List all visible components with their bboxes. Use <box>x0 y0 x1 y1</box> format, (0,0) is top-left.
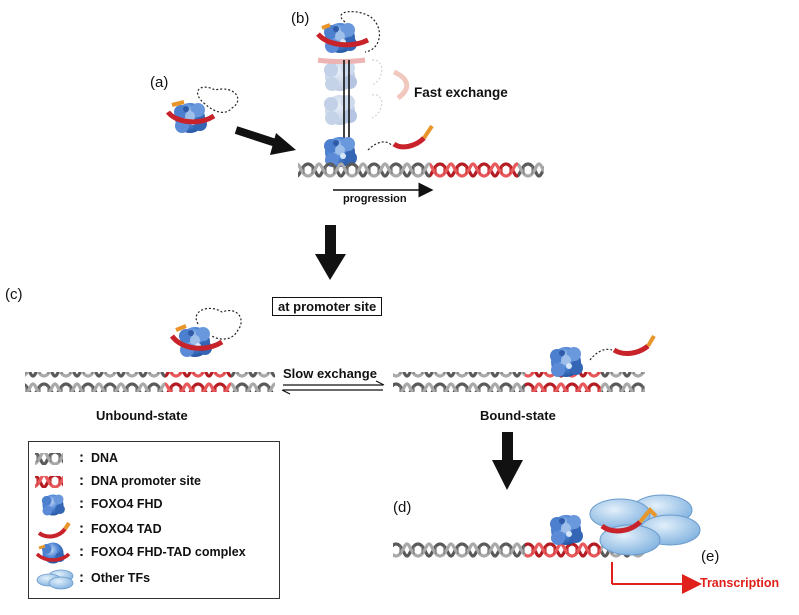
complex-b-bottom <box>324 124 434 167</box>
other-tfs-cluster <box>589 494 701 556</box>
slow-exchange-label: Slow exchange <box>283 366 377 381</box>
legend-label: Other TFs <box>91 571 151 585</box>
exchange-ghosts <box>317 57 410 125</box>
dna-bound <box>393 372 645 392</box>
foxo4-fhd-icon <box>41 494 65 516</box>
legend-box: : DNA : DNA promoter site : FOXO4 FHD : … <box>28 441 280 599</box>
complex-d <box>550 515 583 545</box>
bound-state-label: Bound-state <box>480 408 556 423</box>
dna-unbound <box>25 372 275 392</box>
transcription-arrow <box>611 562 702 594</box>
panel-label-b: (b) <box>291 10 310 27</box>
fast-exchange-label: Fast exchange <box>414 85 508 100</box>
complex-bound <box>550 334 656 377</box>
transcription-label: Transcription <box>700 576 780 590</box>
legend-label: FOXO4 FHD <box>91 497 163 511</box>
slide-lines <box>343 60 350 140</box>
panel-label-c: (c) <box>5 286 23 303</box>
unbound-state-label: Unbound-state <box>96 408 188 423</box>
dna-icon <box>35 453 63 465</box>
equilibrium-arrows <box>281 380 385 395</box>
panel-label-d: (d) <box>393 499 412 516</box>
foxo4-tad-icon <box>37 521 71 539</box>
arrow-a-to-b <box>234 126 296 155</box>
panel-label-a: (a) <box>150 74 169 91</box>
panel-label-e: (e) <box>701 548 720 565</box>
fhd-tad-complex-icon <box>35 542 71 564</box>
legend-label: FOXO4 FHD-TAD complex <box>91 545 246 559</box>
dna-promoter-icon <box>35 476 63 488</box>
legend-item-tad: : FOXO4 TAD <box>29 519 279 541</box>
legend-item-dna: : DNA <box>29 448 279 470</box>
complex-a <box>165 86 239 133</box>
legend-item-other-tfs: : Other TFs <box>29 568 279 590</box>
arrow-down-1 <box>315 225 346 280</box>
legend-item-fhd: : FOXO4 FHD <box>29 494 279 516</box>
complex-unbound <box>169 307 242 357</box>
at-promoter-site-label: at promoter site <box>272 297 383 316</box>
arrow-down-2 <box>492 432 523 490</box>
legend-label: FOXO4 TAD <box>91 522 162 536</box>
legend-item-complex: : FOXO4 FHD-TAD complex <box>29 542 279 564</box>
dna-top <box>298 162 544 182</box>
progression-label: progression <box>343 193 407 205</box>
legend-label: DNA promoter site <box>91 474 201 488</box>
complex-b-top <box>316 11 381 53</box>
legend-item-dna-promoter: : DNA promoter site <box>29 471 279 493</box>
legend-label: DNA <box>91 451 119 465</box>
other-tfs-icon <box>36 569 74 590</box>
